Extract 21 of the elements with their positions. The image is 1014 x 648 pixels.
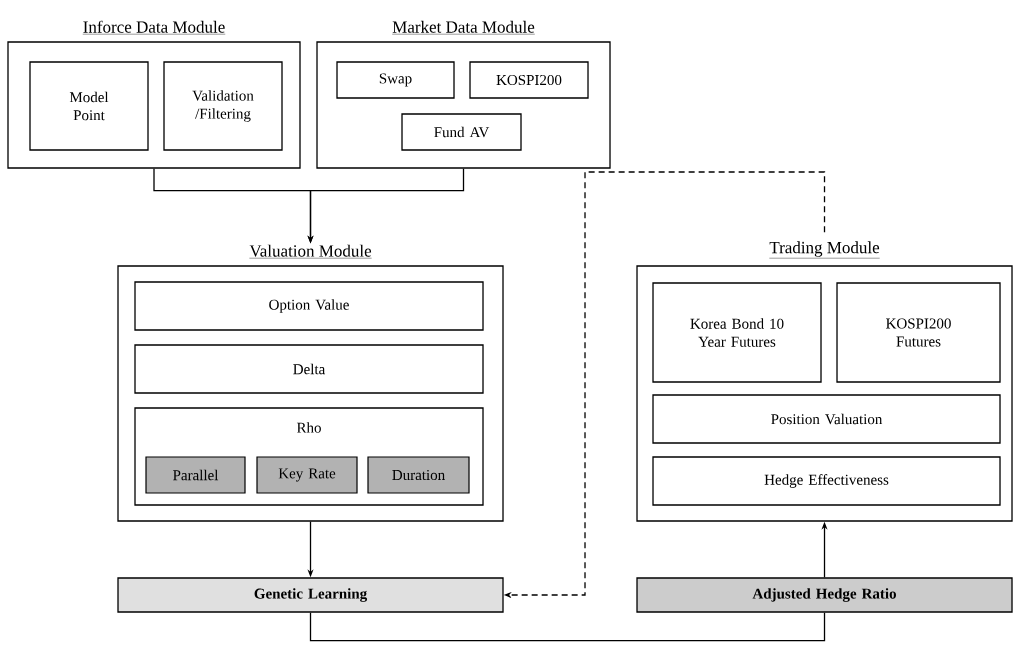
- connector-line: [309, 612, 826, 642]
- component-box: Fund AV: [401, 113, 522, 151]
- component-box: Hedge Effectiveness: [652, 456, 1001, 506]
- component-box: Korea Bond 10 Year Futures: [652, 282, 822, 383]
- component-box: Position Valuation: [652, 394, 1001, 444]
- node-label: Inforce Data Module: [83, 20, 225, 33]
- method-box: Parallel: [145, 456, 246, 494]
- process-box: Adjusted Hedge Ratio: [636, 577, 1013, 613]
- component-box: KOSPI200 Futures: [836, 282, 1001, 383]
- component-box: Swap: [336, 61, 455, 99]
- component-box: Validation /Filtering: [163, 61, 283, 151]
- process-box: Genetic Learning: [117, 577, 504, 613]
- node-label: Trading Module: [769, 241, 880, 257]
- method-box: Key Rate: [256, 456, 358, 494]
- component-box: Model Point: [29, 61, 149, 151]
- node-label: Market Data Module: [392, 20, 535, 33]
- component-box: KOSPI200: [469, 61, 589, 99]
- component-box: Delta: [134, 344, 484, 394]
- node-label: Valuation Module: [249, 244, 372, 257]
- component-box: Option Value: [134, 281, 484, 331]
- method-box: Duration: [367, 456, 470, 494]
